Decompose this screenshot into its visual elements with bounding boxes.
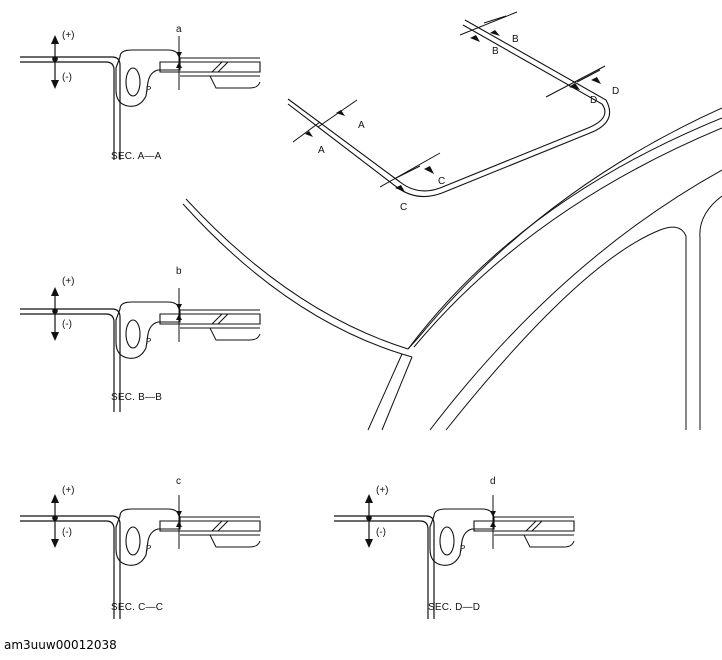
cut-marker-labels: A A B B D D C C (318, 34, 619, 213)
section-c-detail (19, 493, 261, 620)
section-d-caption: SEC. D—D (428, 602, 481, 613)
minus-label: (-) (62, 72, 72, 83)
section-c-caption: SEC. C—C (111, 602, 164, 613)
cut-marker-c2: C (400, 202, 407, 213)
plus-label: (+) (62, 485, 75, 496)
vehicle-body-lines (182, 107, 722, 431)
plus-label: (+) (376, 485, 389, 496)
section-b-caption: SEC. B—B (111, 392, 163, 403)
cut-marker-b2: B (492, 46, 499, 57)
section-b-labels: (+) (-) b (62, 266, 182, 330)
cut-lines (292, 11, 606, 188)
minus-label: (-) (62, 527, 72, 538)
cut-marker-b1: B (512, 34, 519, 45)
dim-label: b (176, 266, 182, 277)
minus-label: (-) (376, 527, 386, 538)
cut-marker-a2: A (318, 145, 325, 156)
section-a-labels: (+) (-) a (62, 24, 182, 83)
cut-marker-d2: D (590, 95, 597, 106)
sunroof-outline (287, 19, 611, 198)
plus-label: (+) (62, 30, 75, 41)
dim-label: a (176, 24, 182, 35)
cut-marker-d1: D (612, 86, 619, 97)
dim-label: d (490, 476, 496, 487)
cut-arrows (305, 30, 601, 192)
cut-marker-a1: A (358, 120, 365, 131)
section-c-labels: (+) (-) c (62, 476, 181, 538)
plus-label: (+) (62, 276, 75, 287)
section-a-caption: SEC. A—A (111, 151, 162, 162)
figure-id: am3uuw00012038 (4, 638, 117, 652)
cut-marker-c1: C (438, 176, 445, 187)
section-d-labels: (+) (-) d (376, 476, 496, 538)
minus-label: (-) (62, 319, 72, 330)
section-a-detail (19, 34, 261, 161)
dim-label: c (176, 476, 181, 487)
section-d-detail (333, 493, 575, 620)
